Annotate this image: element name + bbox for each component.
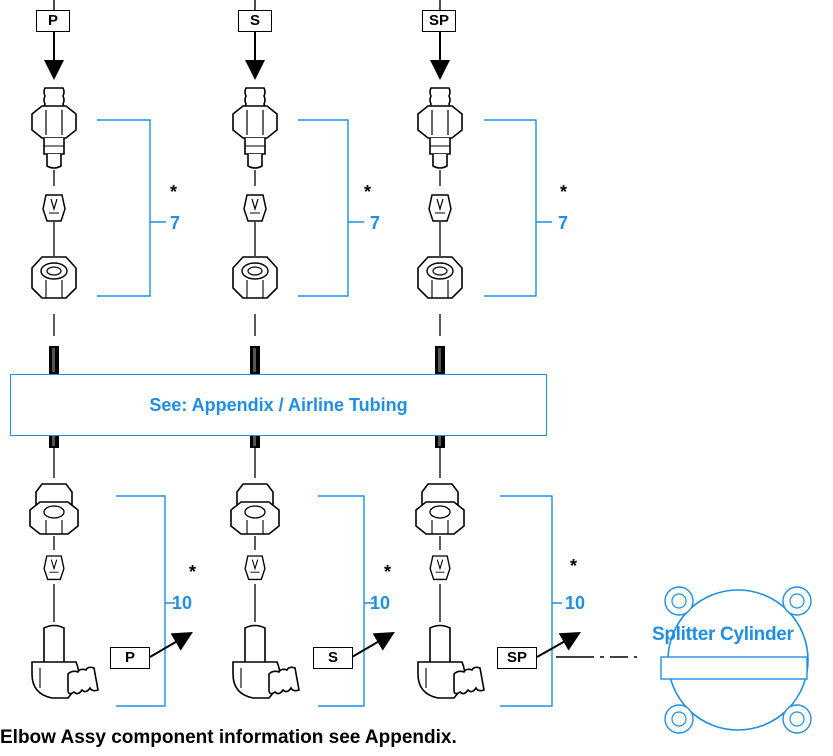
bottom-tag-sp: SP — [497, 647, 537, 669]
footer-note: Elbow Assy component information see App… — [0, 727, 457, 748]
upper-asterisk-s: * — [364, 182, 372, 202]
hex-nut-icon — [29, 483, 79, 535]
elbow-fitting-icon — [232, 624, 300, 699]
appendix-tubing-box: See: Appendix / Airline Tubing — [10, 374, 547, 436]
upper-asterisk-sp: * — [560, 182, 568, 202]
upper-kit-number-s: 7 — [370, 213, 381, 233]
top-tag-p: P — [36, 10, 70, 32]
ferrule-icon — [43, 555, 65, 581]
top-tag-sp: SP — [422, 10, 456, 32]
appendix-tubing-text: See: Appendix / Airline Tubing — [149, 394, 408, 415]
tube-icon — [49, 346, 59, 374]
upper-kit-number-sp: 7 — [558, 213, 569, 233]
barbed-fitting-icon — [31, 87, 77, 169]
lower-kit-number-sp: 10 — [565, 593, 586, 613]
barbed-fitting-icon — [232, 87, 278, 169]
diagonal-arrow-icon — [149, 631, 193, 658]
lower-kit-number-p: 10 — [172, 593, 193, 613]
diagonal-arrow-icon — [351, 631, 395, 658]
splitter-cylinder-label: Splitter Cylinder — [652, 624, 794, 645]
lower-kit-number-s: 10 — [370, 593, 391, 613]
elbow-fitting-icon — [31, 624, 99, 699]
hex-nut-icon — [31, 256, 77, 299]
tube-icon — [435, 346, 445, 374]
upper-kit-number-p: 7 — [170, 213, 181, 233]
hex-nut-icon — [417, 256, 463, 299]
ferrule-icon — [244, 555, 266, 581]
bottom-tag-s: S — [313, 647, 353, 669]
hex-nut-icon — [415, 483, 465, 535]
lower-kit-bracket — [318, 495, 374, 707]
ferrule-icon — [428, 194, 452, 222]
hex-nut-icon — [230, 483, 280, 535]
hex-nut-icon — [232, 256, 278, 299]
tube-icon — [250, 346, 260, 374]
ferrule-icon — [243, 194, 267, 222]
barbed-fitting-icon — [417, 87, 463, 169]
diagonal-arrow-icon — [536, 632, 581, 658]
elbow-fitting-icon — [417, 624, 485, 699]
upper-kit-bracket — [484, 119, 552, 297]
lower-asterisk-s: * — [384, 562, 392, 582]
upper-kit-bracket — [298, 119, 364, 297]
upper-kit-bracket — [97, 119, 166, 297]
bottom-tag-p: P — [110, 647, 150, 669]
lower-kit-bracket — [116, 495, 175, 707]
upper-asterisk-p: * — [170, 182, 178, 202]
splitter-cylinder-icon — [660, 586, 812, 734]
ferrule-icon — [42, 194, 66, 222]
ferrule-icon — [429, 555, 451, 581]
lower-asterisk-p: * — [189, 562, 197, 582]
lower-kit-bracket — [500, 495, 562, 707]
lower-asterisk-sp: * — [570, 556, 578, 576]
top-tag-s: S — [238, 10, 272, 32]
